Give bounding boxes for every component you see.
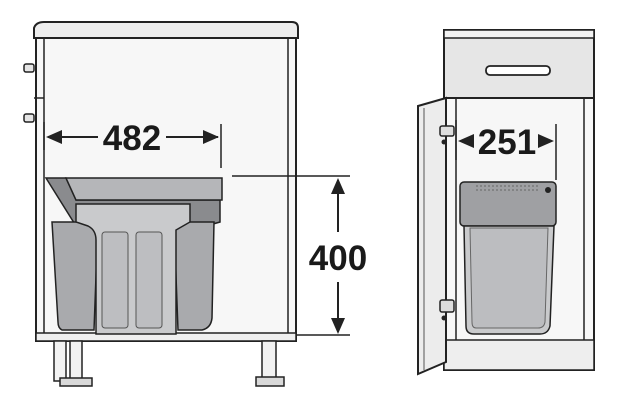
- right-cabinet-door: [417, 96, 447, 376]
- left-bin-large: [51, 221, 99, 331]
- left-cabinet-countertop: [33, 21, 299, 39]
- left-door-hinge-top: [23, 63, 35, 73]
- dimension-label-width-left: 482: [103, 119, 161, 158]
- dimension-label-height: 400: [309, 239, 367, 278]
- right-bin-lid: [459, 181, 557, 227]
- dimension-label-width-right: 251: [478, 123, 536, 162]
- right-cabinet-drawer: [443, 29, 595, 99]
- dimension-width-right: 251: [455, 120, 557, 180]
- dimension-height: 400: [232, 175, 367, 336]
- right-door-hinge-bottom: [439, 299, 455, 313]
- dimension-width-left: 482: [43, 119, 222, 168]
- right-bin: [459, 181, 557, 335]
- right-cabinet: 251: [417, 29, 595, 376]
- right-door-hinge-top: [439, 125, 455, 137]
- left-door-hinge-bottom: [23, 113, 35, 123]
- left-cabinet-legs: [53, 340, 285, 387]
- drawer-handle: [485, 65, 551, 76]
- right-bin-large: [173, 221, 215, 331]
- left-cabinet: 482 400: [23, 21, 367, 387]
